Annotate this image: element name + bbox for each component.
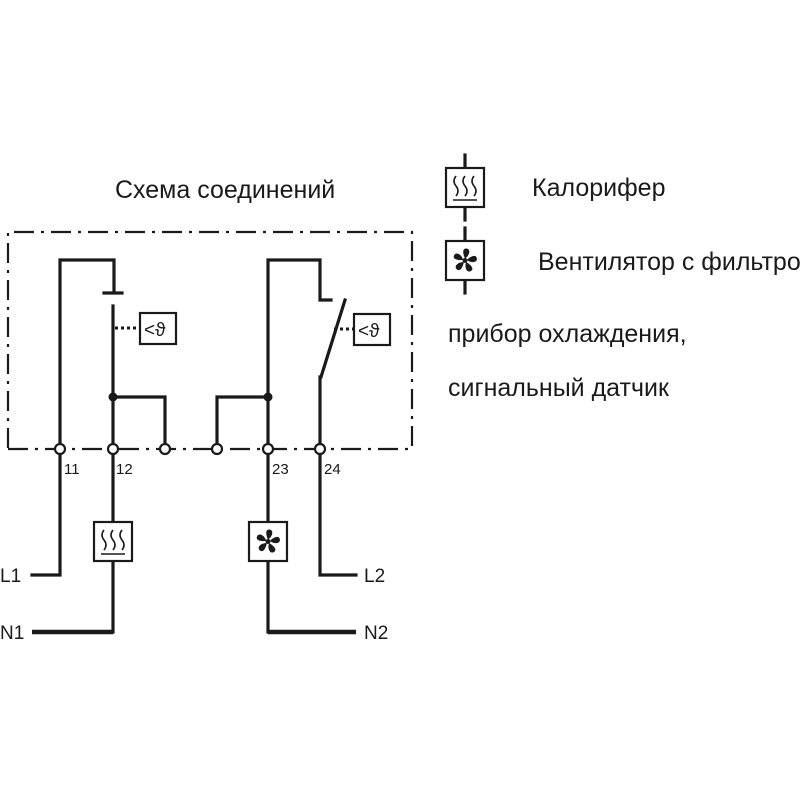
line-label-n1: N1 (0, 623, 24, 644)
sensor-symbol-right: <ϑ (358, 321, 380, 342)
terminal-jumper-right (210, 442, 224, 456)
fan-icon (247, 520, 289, 563)
thermostat-heater: <ϑ (58, 258, 178, 451)
legend-fan: Вентилятор с фильтром, прибор охлаждения… (444, 226, 800, 402)
external-wiring (30, 447, 358, 635)
sensor-box-right (352, 312, 392, 347)
terminal-11 (53, 442, 67, 456)
housing-frame (6, 230, 414, 448)
thermostat-fan: <ϑ (215, 258, 392, 451)
legend-fan-label-3: сигнальный датчик (448, 374, 670, 402)
legend-fan-label-2: прибор охлаждения, (448, 320, 687, 348)
terminal-label-23: 23 (272, 461, 289, 478)
terminal-label-12: 12 (116, 461, 133, 478)
sensor-symbol-left: <ϑ (144, 320, 166, 341)
terminal-points (53, 442, 327, 456)
terminal-23 (261, 442, 275, 456)
legend-fan-icon (444, 239, 486, 282)
terminal-jumper-left (158, 442, 172, 456)
line-label-n2: N2 (364, 623, 388, 644)
terminal-24 (313, 442, 327, 456)
terminal-label-24: 24 (324, 461, 341, 478)
legend-heater-icon (444, 166, 486, 209)
legend-heater-label: Калорифер (532, 174, 665, 202)
line-label-l2: L2 (364, 566, 385, 587)
terminal-label-11: 11 (64, 461, 80, 478)
heater-icon (92, 520, 134, 563)
sensor-box-left (138, 311, 178, 346)
line-label-l1: L1 (0, 566, 21, 587)
legend-fan-label-1: Вентилятор с фильтром, (538, 248, 800, 276)
legend-heater: Калорифер (444, 153, 665, 222)
terminal-12 (106, 442, 120, 456)
diagram-title: Схема соединений (115, 176, 335, 204)
